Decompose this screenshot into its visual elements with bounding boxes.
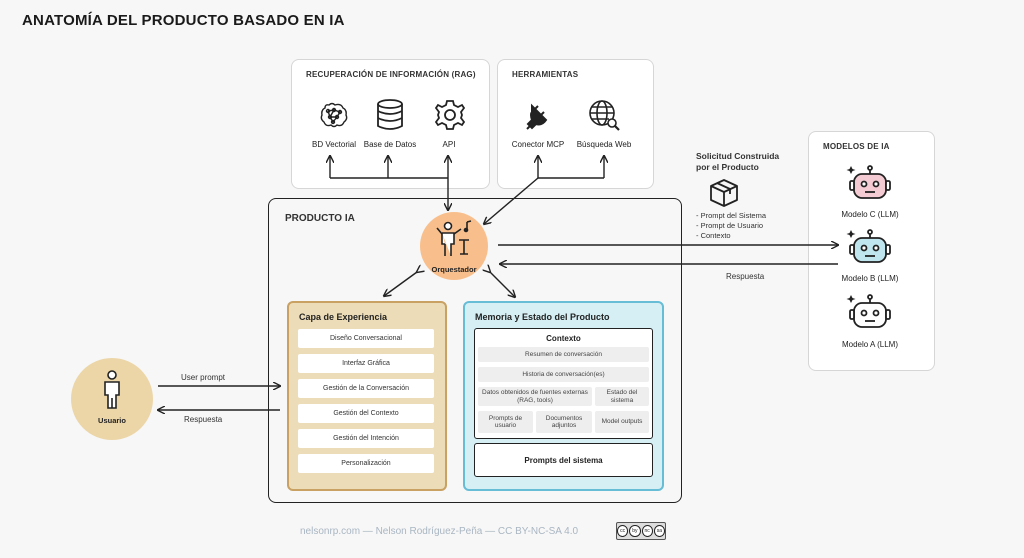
user-response-label: Respuesta bbox=[184, 415, 223, 424]
experience-item: Gestión de la Conversación bbox=[298, 379, 434, 398]
database-icon bbox=[377, 99, 403, 130]
experience-item: Interfaz Gráfica bbox=[298, 354, 434, 373]
orch-exp-link bbox=[384, 272, 417, 296]
request-title-line1: Solicitud Construida bbox=[696, 151, 780, 161]
rag-item-api: API bbox=[442, 140, 456, 149]
conductor-icon bbox=[436, 220, 472, 256]
cc-license-badge: cc by nc sa bbox=[616, 522, 666, 540]
request-title: Solicitud Construida por el Producto bbox=[696, 151, 779, 172]
model-b-label: Modelo B (LLM) bbox=[841, 274, 899, 283]
models-panel-title: MODELOS DE IA bbox=[823, 142, 890, 151]
person-icon bbox=[104, 370, 120, 409]
user-label: Usuario bbox=[98, 416, 126, 425]
cc-sa-icon: sa bbox=[653, 525, 665, 537]
request-item-user-prompt: - Prompt de Usuario bbox=[696, 220, 764, 230]
request-item-context: - Contexto bbox=[696, 230, 731, 240]
user-node: Usuario bbox=[71, 358, 153, 440]
request-items: - Prompt del Sistema - Prompt de Usuario… bbox=[696, 211, 766, 240]
rag-panel-title: RECUPERACIÓN DE INFORMACIÓN (RAG) bbox=[306, 70, 476, 79]
package-icon bbox=[710, 179, 738, 207]
context-title: Contexto bbox=[546, 334, 581, 343]
rag-panel: RECUPERACIÓN DE INFORMACIÓN (RAG) BD Vec… bbox=[291, 59, 490, 189]
product-title: PRODUCTO IA bbox=[285, 213, 355, 224]
tools-item-web-search: Búsqueda Web bbox=[576, 140, 632, 149]
robot-icon-model-c bbox=[846, 165, 891, 199]
page-title: ANATOMÍA DEL PRODUCTO BASADO EN IA bbox=[22, 12, 345, 29]
cc-nc-icon: nc bbox=[641, 525, 653, 537]
context-system-state: Estado del sistema bbox=[595, 387, 649, 406]
tools-panel-title: HERRAMIENTAS bbox=[512, 70, 579, 79]
rag-item-vector-db: BD Vectorial bbox=[311, 140, 357, 149]
memory-title: Memoria y Estado del Producto bbox=[475, 312, 610, 322]
user-prompt-label: User prompt bbox=[181, 373, 226, 382]
model-a-label: Modelo A (LLM) bbox=[841, 340, 899, 349]
experience-layer: Capa de Experiencia Diseño Conversaciona… bbox=[287, 301, 447, 491]
rag-item-database: Base de Datos bbox=[363, 140, 417, 149]
footer-credit: nelsonrp.com — Nelson Rodríguez-Peña — C… bbox=[300, 526, 579, 537]
orch-mem-link bbox=[490, 272, 515, 297]
cc-icon: cc bbox=[617, 525, 629, 537]
web-search-icon bbox=[589, 100, 620, 131]
context-box: Contexto Resumen de conversación Histori… bbox=[474, 328, 653, 439]
orchestrator-node: Orquestador bbox=[420, 212, 488, 280]
context-model-outputs: Model outputs bbox=[595, 411, 649, 433]
context-user-prompts: Prompts de usuario bbox=[478, 411, 533, 433]
system-prompts-box: Prompts del sistema bbox=[474, 443, 653, 477]
plug-icon bbox=[526, 103, 548, 130]
tools-item-mcp: Conector MCP bbox=[511, 140, 565, 149]
gear-icon bbox=[434, 100, 466, 130]
experience-item: Personalización bbox=[298, 454, 434, 473]
experience-item: Gestión del Contexto bbox=[298, 404, 434, 423]
context-summary: Resumen de conversación bbox=[478, 347, 649, 362]
experience-item: Diseño Conversacional bbox=[298, 329, 434, 348]
request-item-system-prompt: - Prompt del Sistema bbox=[696, 211, 767, 220]
orchestrator-to-tools bbox=[484, 177, 539, 224]
brain-icon bbox=[320, 102, 348, 128]
memory-layer: Memoria y Estado del Producto Contexto R… bbox=[463, 301, 664, 491]
robot-icon-model-b bbox=[846, 229, 891, 263]
experience-item: Gestión del Intención bbox=[298, 429, 434, 448]
context-attached-docs: Documentos adjuntos bbox=[536, 411, 592, 433]
cc-by-icon: by bbox=[629, 525, 641, 537]
model-response-label: Respuesta bbox=[726, 272, 765, 281]
robot-icon-model-a bbox=[846, 294, 891, 328]
context-history: Historia de conversación(es) bbox=[478, 367, 649, 382]
context-external-data: Datos obtenidos de fuentes externas (RAG… bbox=[478, 387, 592, 406]
model-c-label: Modelo C (LLM) bbox=[841, 210, 899, 219]
tools-panel: HERRAMIENTAS Conector MCP Búsqueda Web bbox=[497, 59, 654, 189]
request-title-line2: por el Producto bbox=[696, 161, 759, 172]
experience-title: Capa de Experiencia bbox=[299, 312, 388, 322]
orchestrator-label: Orquestador bbox=[431, 265, 477, 274]
